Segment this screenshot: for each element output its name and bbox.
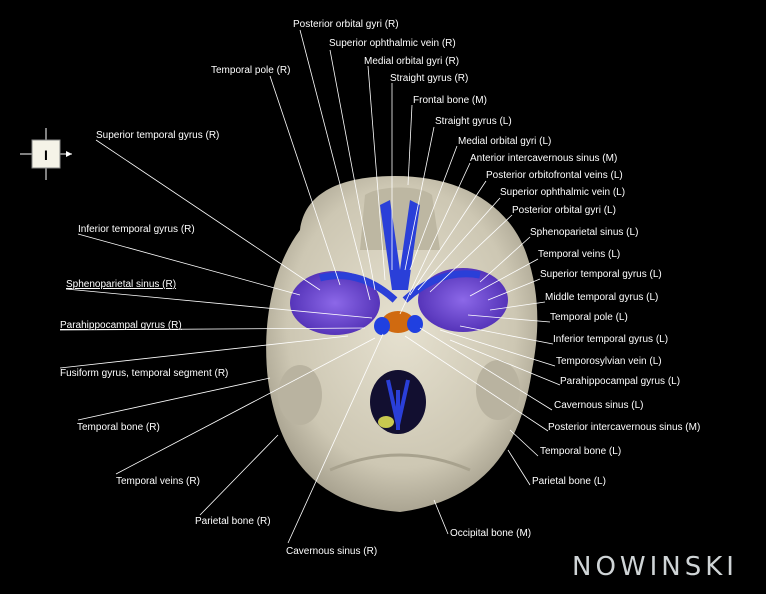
label-temporal-bone-r: Temporal bone (R) — [77, 422, 160, 433]
label-temporal-veins-l: Temporal veins (L) — [538, 249, 621, 260]
label-posterior-orbital-gyri-r: Posterior orbital gyri (R) — [293, 19, 399, 30]
anterior-fossa — [360, 187, 440, 250]
label-sphenoparietal-sinus-r: Sphenoparietal sinus (R) — [66, 279, 177, 290]
label-straight-gyrus-r: Straight gyrus (R) — [390, 73, 469, 84]
label-superior-ophthalmic-vein-l: Superior ophthalmic vein (L) — [500, 187, 626, 198]
label-posterior-orbitofrontal-veins-l: Posterior orbitofrontal veins (L) — [486, 170, 623, 181]
label-temporal-pole-r: Temporal pole (R) — [211, 65, 291, 76]
cavernous-sinus-center — [382, 311, 414, 333]
label-temporal-bone-l: Temporal bone (L) — [540, 446, 622, 457]
skull-base — [266, 176, 538, 512]
label-temporosylvian-vein-l: Temporosylvian vein (L) — [556, 356, 662, 367]
sphenoparietal-veins — [319, 270, 481, 303]
orientation-marker: I — [20, 128, 72, 180]
temporal-lobe-left — [418, 268, 508, 332]
brand-logo: NOWINSKI — [572, 552, 738, 582]
label-temporal-pole-l: Temporal pole (L) — [550, 312, 628, 323]
label-frontal-bone-m: Frontal bone (M) — [413, 95, 487, 106]
label-inferior-temporal-gyrus-r: Inferior temporal gyrus (R) — [78, 224, 195, 235]
label-inferior-temporal-gyrus-l: Inferior temporal gyrus (L) — [553, 334, 669, 345]
label-medial-orbital-gyri-l: Medial orbital gyri (L) — [458, 136, 552, 147]
orientation-letter: I — [44, 147, 48, 163]
label-sphenoparietal-sinus-l: Sphenoparietal sinus (L) — [530, 227, 639, 238]
label-superior-temporal-gyrus-r: Superior temporal gyrus (R) — [96, 130, 220, 141]
orientation-arrows-icon: I — [20, 128, 72, 180]
cavernous-sinus-left — [407, 315, 423, 333]
label-middle-temporal-gyrus-l: Middle temporal gyrus (L) — [545, 292, 659, 303]
label-anterior-intercavernous-sinus-m: Anterior intercavernous sinus (M) — [470, 153, 618, 164]
foramen-magnum-vessels — [386, 379, 410, 430]
label-superior-ophthalmic-vein-r: Superior ophthalmic vein (R) — [329, 38, 456, 49]
label-temporal-veins-r: Temporal veins (R) — [116, 476, 200, 487]
label-cavernous-sinus-r: Cavernous sinus (R) — [286, 546, 378, 557]
label-parietal-bone-r: Parietal bone (R) — [195, 516, 271, 527]
label-straight-gyrus-l: Straight gyrus (L) — [435, 116, 512, 127]
label-parahippocampal-gyrus-r: Parahippocampal gyrus (R) — [60, 320, 182, 331]
label-parahippocampal-gyrus-l: Parahippocampal gyrus (L) — [560, 376, 681, 387]
leader-lines — [59, 29, 561, 544]
occipital-contour — [329, 453, 471, 472]
label-medial-orbital-gyri-r: Medial orbital gyri (R) — [364, 56, 460, 67]
temporal-bone-right-bump — [278, 365, 322, 425]
label-occipital-bone-m: Occipital bone (M) — [450, 528, 532, 539]
label-parietal-bone-l: Parietal bone (L) — [532, 476, 606, 487]
central-veins — [380, 200, 420, 290]
label-posterior-orbital-gyri-l: Posterior orbital gyri (L) — [512, 205, 616, 216]
label-posterior-intercavernous-sinus-m: Posterior intercavernous sinus (M) — [548, 422, 701, 433]
cavernous-sinus-right — [374, 317, 390, 335]
label-superior-temporal-gyrus-l: Superior temporal gyrus (L) — [540, 269, 662, 280]
temporal-bone-left-bump — [476, 360, 520, 420]
label-cavernous-sinus-l: Cavernous sinus (L) — [554, 400, 644, 411]
foramen-magnum-yellow — [378, 416, 394, 428]
label-fusiform-gyrus-temporal-segment-r: Fusiform gyrus, temporal segment (R) — [60, 368, 229, 379]
temporal-lobe-right — [290, 271, 380, 335]
